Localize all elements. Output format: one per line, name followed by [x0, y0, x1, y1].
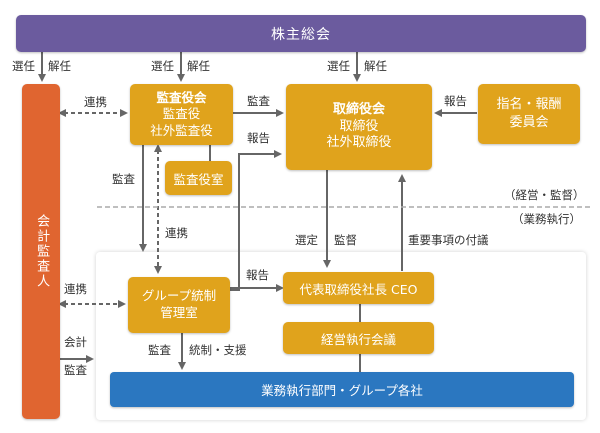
- control-support-label: 統制・支援: [189, 343, 247, 357]
- link-label-top: 連携: [84, 95, 107, 109]
- audit-office-label: 監査役室: [173, 171, 224, 187]
- select-label: 選定: [295, 233, 318, 247]
- group-control-line1: グループ統制: [141, 288, 217, 304]
- arrow-report-board: [230, 150, 282, 291]
- group-control-box: グループ統制 管理室: [128, 277, 230, 333]
- audit-label-bottom: 監査: [64, 363, 87, 377]
- accounting-auditor-box: 会計監査人: [22, 84, 60, 419]
- supervise-label: 監督: [334, 233, 357, 247]
- exec-meeting-label: 経営執行会議: [320, 331, 396, 347]
- ceo-box: 代表取締役社長 CEO: [283, 272, 434, 304]
- board-title: 取締役会: [332, 101, 385, 117]
- business-units-label: 業務執行部門・グループ各社: [261, 383, 423, 398]
- nomination-line1: 指名・報酬: [496, 97, 562, 113]
- divider-lower-label: （業務執行）: [512, 212, 581, 226]
- elect-label-right-b: 解任: [364, 59, 387, 73]
- shareholders-meeting-box: 株主総会: [16, 15, 586, 52]
- audit-label-group: 監査: [148, 343, 171, 357]
- business-units-box: 業務執行部門・グループ各社: [110, 372, 574, 407]
- audit-board-line2: 社外監査役: [150, 122, 213, 138]
- board-line2: 社外取締役: [326, 135, 392, 151]
- nomination-line2: 委員会: [509, 115, 549, 130]
- ceo-label: 代表取締役社長 CEO: [299, 281, 418, 297]
- link-label-mid: 連携: [165, 226, 188, 240]
- exec-meeting-box: 経営執行会議: [283, 322, 434, 354]
- group-control-line2: 管理室: [160, 305, 198, 320]
- elect-label-right-a: 選任: [327, 59, 350, 73]
- audit-label-top: 監査: [247, 94, 270, 108]
- elect-label-left-b: 解任: [48, 59, 71, 73]
- shareholders-meeting-label: 株主総会: [271, 26, 331, 43]
- audit-office-box: 監査役室: [165, 161, 232, 195]
- report-label-nomination: 報告: [444, 94, 467, 108]
- audit-board-line1: 監査役: [162, 106, 201, 122]
- elect-label-left-a: 選任: [12, 59, 35, 73]
- elect-label-mid-a: 選任: [151, 59, 174, 73]
- audit-board-title: 監査役会: [156, 90, 207, 106]
- report-label-mid: 報告: [246, 268, 269, 282]
- divider-upper-label: （経営・監督）: [504, 188, 585, 202]
- nomination-committee-box: 指名・報酬 委員会: [478, 84, 580, 144]
- board-line1: 取締役: [339, 118, 379, 134]
- important-matters-label: 重要事項の付議: [408, 233, 489, 247]
- accounting-label: 会計: [64, 335, 87, 349]
- link-label-bottom: 連携: [64, 282, 87, 296]
- accounting-auditor-label: 会計監査人: [34, 214, 50, 289]
- report-label-top: 報告: [247, 131, 270, 145]
- audit-label-left: 監査: [112, 172, 135, 186]
- board-box: 取締役会 取締役 社外取締役: [286, 84, 432, 170]
- elect-label-mid-b: 解任: [187, 59, 210, 73]
- audit-board-box: 監査役会 監査役 社外監査役: [130, 84, 233, 145]
